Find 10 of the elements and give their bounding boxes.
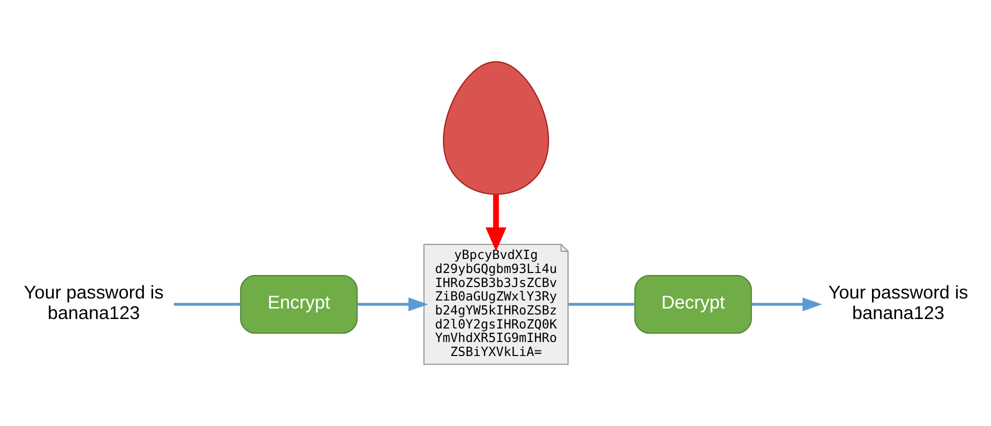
arrow xyxy=(751,297,822,312)
node-text: Your password is banana123 xyxy=(828,281,968,324)
connector xyxy=(173,302,240,306)
node-box: Encrypt xyxy=(240,274,358,334)
node-box: Decrypt xyxy=(634,274,752,334)
node-text: Your password is banana123 xyxy=(23,281,164,324)
arrow xyxy=(356,297,428,312)
node-person xyxy=(442,61,549,195)
connector xyxy=(568,302,634,306)
arrow xyxy=(485,194,506,252)
